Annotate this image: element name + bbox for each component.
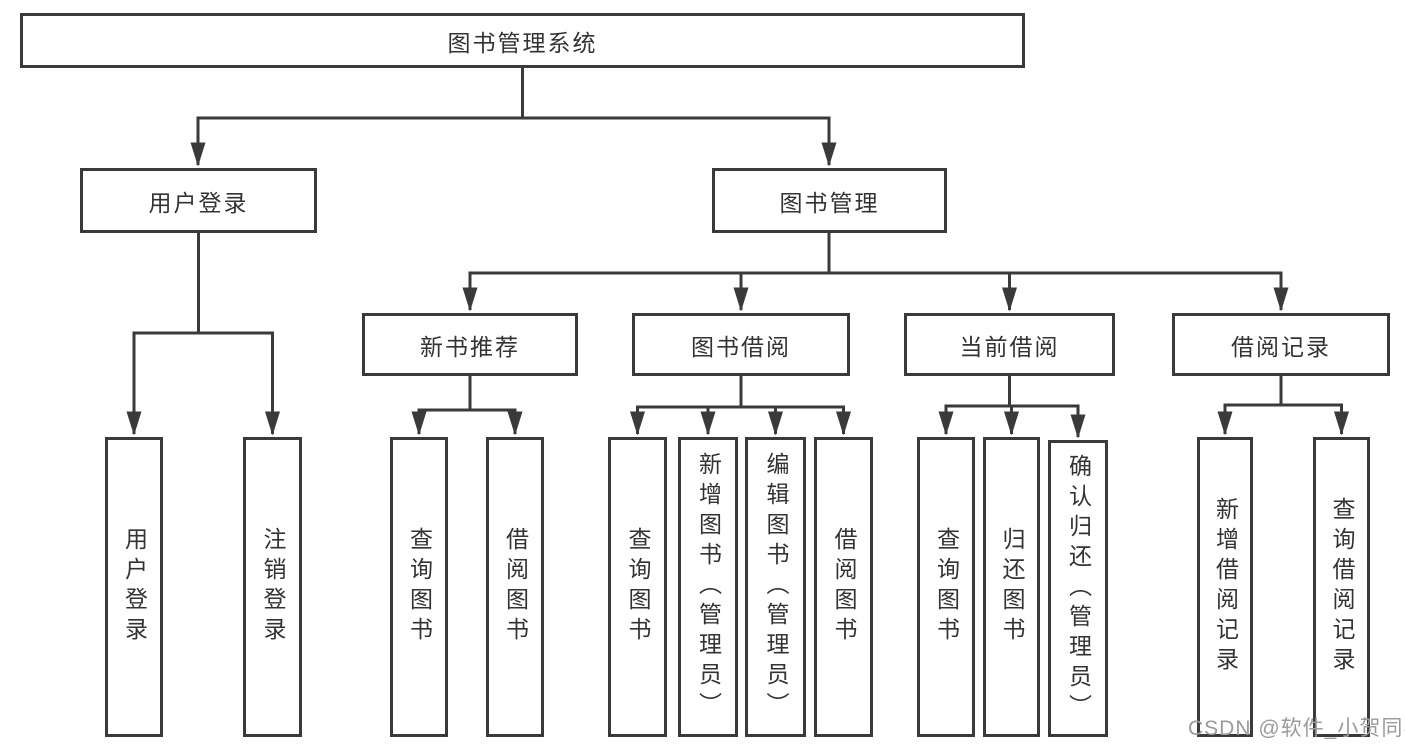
leaf-borrow-books: 借阅图书 [814, 437, 873, 737]
leaf-query-borrow-record-label: 查询借阅记录 [1329, 497, 1355, 677]
leaf-query-borrow-record: 查询借阅记录 [1313, 437, 1370, 737]
leaf-add-books-admin-label: 新增图书（管理员） [695, 452, 722, 722]
node-current-borrowing-label: 当前借阅 [959, 333, 1060, 360]
node-borrow-records: 借阅记录 [1172, 313, 1390, 376]
leaf-query-books-borrowing-label: 查询图书 [625, 527, 651, 647]
leaf-query-books-current-label: 查询图书 [933, 527, 960, 647]
node-current-borrowing: 当前借阅 [904, 313, 1115, 376]
leaf-query-books-current: 查询图书 [917, 437, 975, 737]
leaf-borrow-books-recommend-label: 借阅图书 [502, 527, 529, 647]
csdn-watermark: CSDN @软件_小贺同学 [1188, 717, 1405, 740]
leaf-query-books-borrowing: 查询图书 [608, 437, 667, 737]
node-library-system-label: 图书管理系统 [447, 29, 598, 56]
node-book-management: 图书管理 [712, 168, 947, 233]
leaf-confirm-return-admin-label: 确认归还（管理员） [1065, 453, 1092, 724]
leaf-edit-books-admin: 编辑图书（管理员） [745, 437, 806, 737]
leaf-user-login: 用户登录 [105, 437, 163, 737]
node-borrow-records-label: 借阅记录 [1231, 333, 1331, 360]
leaf-query-books-recommend: 查询图书 [390, 437, 448, 737]
leaf-user-login-label: 用户登录 [121, 527, 148, 647]
node-user-login-label: 用户登录 [148, 189, 249, 216]
leaf-confirm-return-admin: 确认归还（管理员） [1048, 440, 1108, 737]
leaf-return-books: 归还图书 [983, 437, 1040, 737]
leaf-add-books-admin: 新增图书（管理员） [678, 437, 738, 737]
node-new-book-recommend: 新书推荐 [362, 313, 578, 376]
node-new-book-recommend-label: 新书推荐 [420, 333, 520, 360]
node-book-borrowing: 图书借阅 [632, 313, 850, 376]
node-user-login: 用户登录 [80, 168, 317, 233]
leaf-borrow-books-label: 借阅图书 [831, 527, 857, 647]
leaf-query-books-recommend-label: 查询图书 [406, 527, 433, 647]
leaf-add-borrow-record: 新增借阅记录 [1197, 437, 1253, 737]
leaf-return-books-label: 归还图书 [999, 527, 1025, 647]
leaf-borrow-books-recommend: 借阅图书 [486, 437, 544, 737]
leaf-logout-label: 注销登录 [260, 527, 286, 647]
node-book-borrowing-label: 图书借阅 [691, 333, 791, 360]
leaf-edit-books-admin-label: 编辑图书（管理员） [763, 452, 789, 722]
node-book-management-label: 图书管理 [779, 189, 880, 216]
node-library-system: 图书管理系统 [20, 13, 1025, 68]
leaf-logout: 注销登录 [243, 437, 302, 737]
leaf-add-borrow-record-label: 新增借阅记录 [1212, 497, 1239, 677]
